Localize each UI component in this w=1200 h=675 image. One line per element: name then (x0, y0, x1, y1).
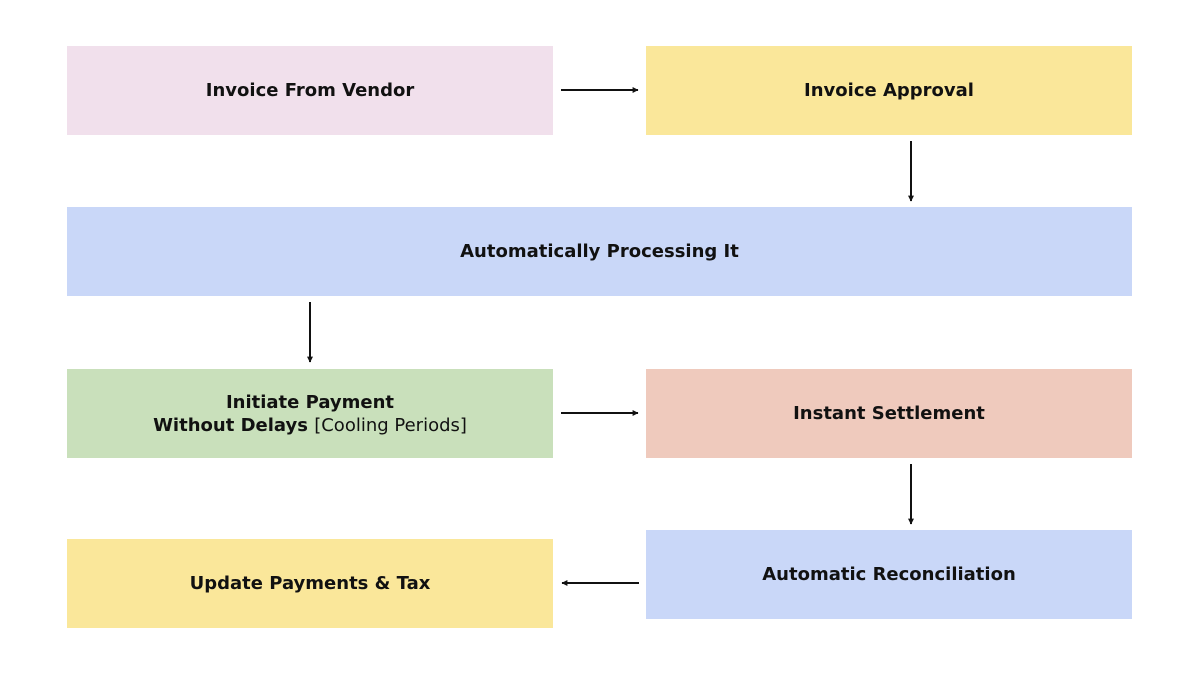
node-initiate-payment-line1: Initiate Payment (225, 391, 395, 413)
node-invoice-approval-label: Invoice Approval (804, 80, 974, 101)
node-invoice-from-vendor-label: Invoice From Vendor (205, 80, 415, 101)
node-instant-settlement: Instant Settlement (646, 369, 1132, 458)
node-update-payments-label: Update Payments & Tax (189, 573, 431, 594)
node-initiate-payment-line2: Without Delays (153, 414, 308, 436)
node-automatic-reconciliation-label: Automatic Reconciliation (762, 564, 1016, 585)
node-invoice-from-vendor: Invoice From Vendor (67, 46, 553, 135)
node-automatically-processing: Automatically Processing It (67, 207, 1132, 296)
node-initiate-payment-line2-wrap: Without Delays [Cooling Periods] (153, 414, 467, 437)
node-initiate-payment: Initiate Payment Without Delays [Cooling… (67, 369, 553, 458)
node-automatic-reconciliation: Automatic Reconciliation (646, 530, 1132, 619)
node-instant-settlement-label: Instant Settlement (793, 403, 985, 424)
node-automatically-processing-label: Automatically Processing It (460, 241, 739, 262)
node-update-payments: Update Payments & Tax (67, 539, 553, 628)
node-invoice-approval: Invoice Approval (646, 46, 1132, 135)
node-initiate-payment-note: [Cooling Periods] (314, 414, 467, 436)
node-initiate-payment-text: Initiate Payment Without Delays [Cooling… (153, 391, 467, 437)
